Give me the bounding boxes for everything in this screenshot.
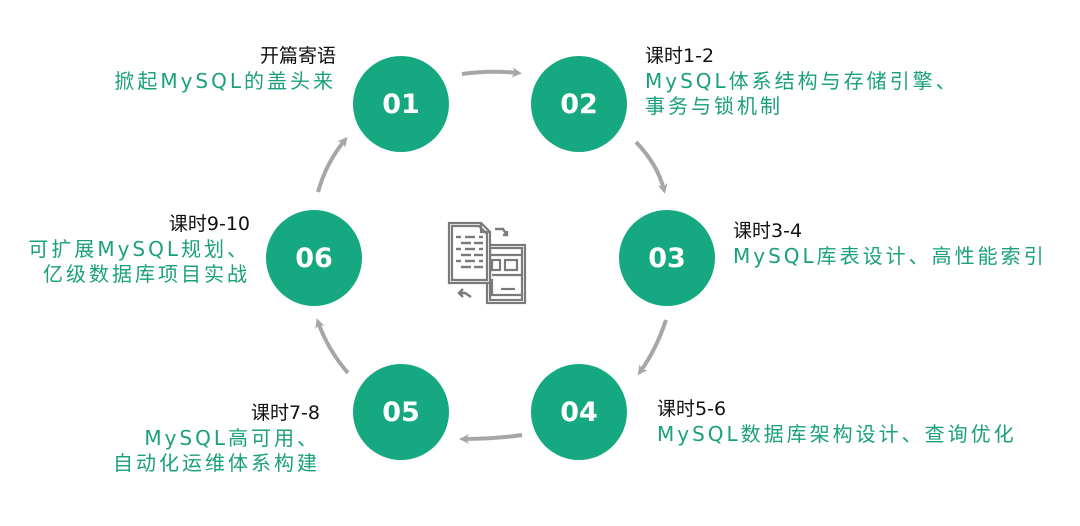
step-desc: 掀起MySQL的盖头来 <box>114 68 336 93</box>
step-title: 课时5-6 <box>657 398 727 420</box>
step-desc: 自动化运维体系构建 <box>113 450 320 475</box>
step-title: 课时7-8 <box>250 402 320 424</box>
step-node-06: 06 <box>266 210 362 306</box>
step-label-05: 课时7-8 MySQL高可用、 自动化运维体系构建 <box>113 402 320 476</box>
step-label-01: 开篇寄语 掀起MySQL的盖头来 <box>114 45 336 94</box>
step-title: 开篇寄语 <box>259 45 336 67</box>
step-node-05: 05 <box>353 364 449 460</box>
arrow-02-to-03 <box>634 140 668 194</box>
step-title: 课时1-2 <box>645 45 715 67</box>
step-title: 课时3-4 <box>733 220 803 242</box>
step-number: 01 <box>382 88 420 120</box>
step-node-03: 03 <box>619 210 715 306</box>
step-desc: MySQL高可用、 <box>144 425 320 450</box>
step-desc: MySQL数据库架构设计、查询优化 <box>657 421 1017 446</box>
step-desc: 事务与锁机制 <box>645 93 783 118</box>
step-number: 06 <box>295 242 333 274</box>
step-node-04: 04 <box>531 364 627 460</box>
arrow-06-to-01 <box>316 136 348 193</box>
step-node-01: 01 <box>353 56 449 152</box>
step-desc: MySQL体系结构与存储引擎、 <box>645 68 959 93</box>
arrow-01-to-02 <box>461 67 522 78</box>
step-label-03: 课时3-4 MySQL库表设计、高性能索引 <box>733 220 1047 269</box>
arrow-05-to-06 <box>315 318 350 375</box>
arrow-03-to-04 <box>637 319 668 376</box>
step-desc: MySQL库表设计、高性能索引 <box>733 243 1047 268</box>
document-convert-icon <box>447 221 527 305</box>
step-number: 03 <box>648 242 686 274</box>
step-number: 04 <box>560 396 598 428</box>
step-label-04: 课时5-6 MySQL数据库架构设计、查询优化 <box>657 398 1017 447</box>
step-node-02: 02 <box>531 56 627 152</box>
step-number: 05 <box>382 396 420 428</box>
step-label-02: 课时1-2 MySQL体系结构与存储引擎、 事务与锁机制 <box>645 45 959 119</box>
step-label-06: 课时9-10 可扩展MySQL规划、 亿级数据库项目实战 <box>28 213 250 287</box>
step-title: 课时9-10 <box>168 213 250 235</box>
step-desc: 可扩展MySQL规划、 <box>28 236 250 261</box>
arrow-04-to-05 <box>459 433 523 444</box>
step-number: 02 <box>560 88 598 120</box>
step-desc: 亿级数据库项目实战 <box>43 261 250 286</box>
